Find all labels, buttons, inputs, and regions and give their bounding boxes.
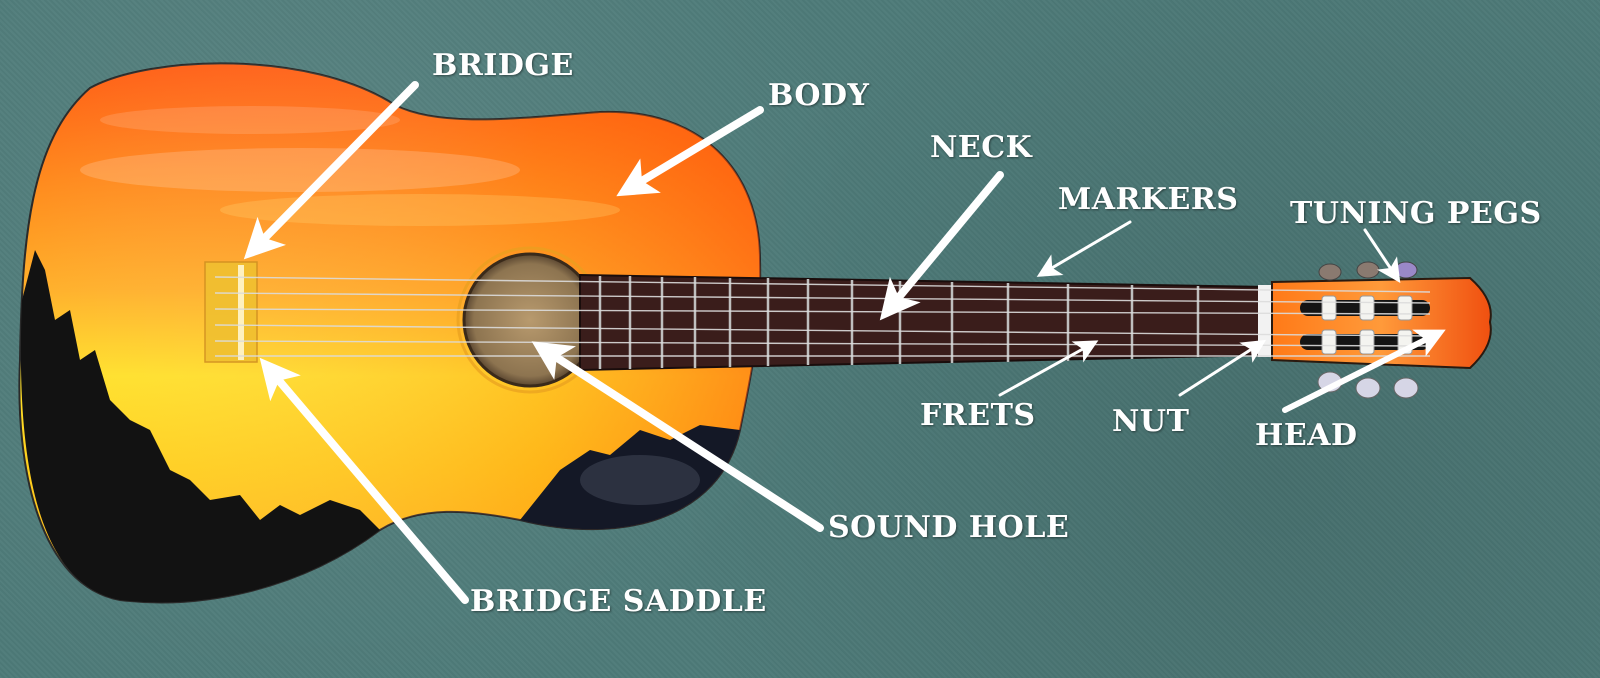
head <box>1271 261 1492 399</box>
tuning-pegs-arrow <box>1363 228 1401 283</box>
frets-arrow <box>998 340 1099 397</box>
tuning-pegs-label: TUNING PEGS <box>1290 196 1542 231</box>
head-arrow <box>1282 329 1446 413</box>
bridge-saddle-arrow <box>259 357 469 604</box>
nut <box>1258 285 1272 357</box>
head-label: HEAD <box>1255 418 1358 453</box>
bridge <box>204 261 258 363</box>
markers-arrow <box>1036 220 1132 277</box>
sound-hole-label: SOUND HOLE <box>828 510 1070 545</box>
neck-label: NECK <box>930 130 1033 165</box>
body-arrow <box>616 106 764 197</box>
strings <box>214 276 1431 357</box>
tuning-pegs <box>1317 261 1419 399</box>
mountain-silhouette <box>20 250 740 603</box>
body-label: BODY <box>768 78 870 113</box>
neck-arrow <box>879 171 1004 321</box>
sound-hole-arrow <box>531 341 824 532</box>
nut-arrow <box>1178 339 1267 397</box>
bridge-saddle-label: BRIDGE SADDLE <box>470 584 767 619</box>
bridge-label: BRIDGE <box>432 48 574 83</box>
bridge-arrow <box>243 81 419 260</box>
nut-label: NUT <box>1112 404 1190 439</box>
frets-label: FRETS <box>920 398 1036 433</box>
markers-label: MARKERS <box>1058 182 1239 217</box>
